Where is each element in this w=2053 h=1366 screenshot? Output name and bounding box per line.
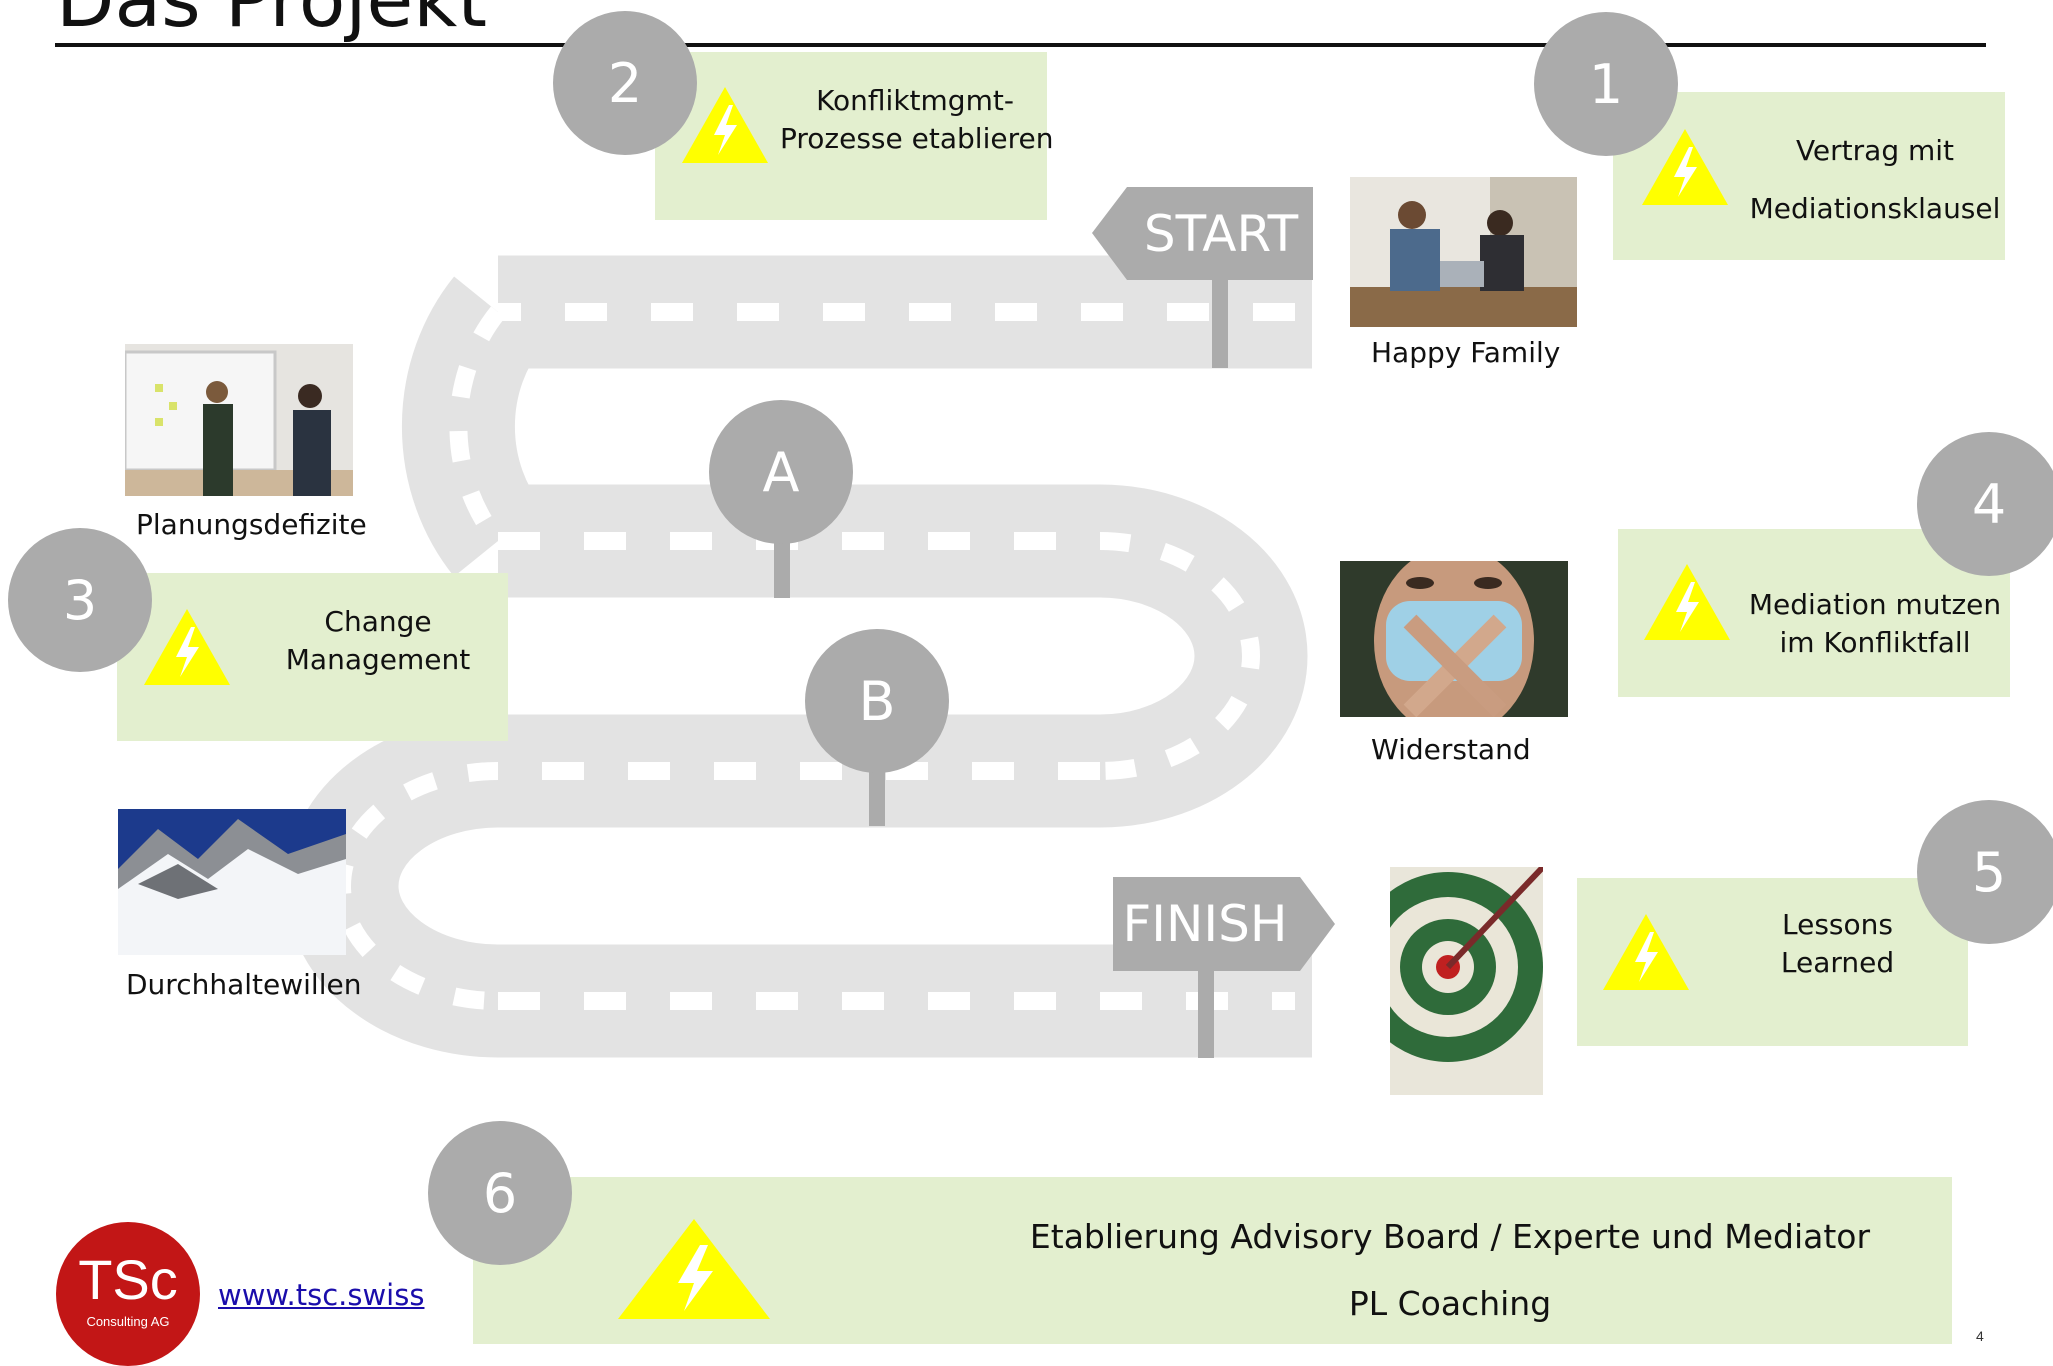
logo-sub-text: Consulting AG	[86, 1314, 170, 1329]
milestone-a-badge: A	[709, 400, 853, 544]
step-2-badge: 2	[553, 11, 697, 155]
step-4-line-1: Mediation mutzen	[1748, 588, 2002, 621]
step-5-line-2: Learned	[1780, 946, 1895, 979]
warning-lightning-icon	[1644, 564, 1730, 640]
durchhaltewillen-photo	[118, 809, 346, 955]
step-2-line-1: Konfliktmgmt-	[816, 84, 1014, 117]
warning-lightning-icon	[1642, 129, 1728, 205]
road-curve-left-lower	[285, 714, 499, 1058]
happy-family-photo	[1350, 177, 1577, 327]
start-label: START	[1143, 205, 1299, 263]
warning-lightning-icon	[618, 1219, 770, 1319]
step-1-line-2: Mediationsklausel	[1749, 192, 2001, 225]
step-6-text: Etablierung Advisory Board / Experte und…	[960, 1203, 1940, 1337]
website-link[interactable]: www.tsc.swiss	[218, 1278, 425, 1312]
tsc-logo: TSc Consulting AG	[56, 1222, 200, 1366]
step-1-text: Vertrag mit Mediationsklausel	[1740, 122, 2010, 238]
widerstand-caption: Widerstand	[1371, 733, 1531, 766]
step-3-text: Change Management	[268, 603, 488, 679]
step-3-line-1: Change	[324, 605, 432, 638]
start-sign	[1092, 187, 1313, 368]
step-5-text: Lessons Learned	[1730, 906, 1945, 982]
dartboard-photo	[1390, 867, 1543, 1095]
step-4-line-2: im Konfliktfall	[1779, 626, 1971, 659]
page-title: Das Projekt	[56, 0, 487, 38]
planungsdefizite-caption: Planungsdefizite	[136, 508, 367, 541]
finish-label: FINISH	[1122, 895, 1288, 953]
page-number: 4	[1976, 1328, 1984, 1344]
step-3-line-2: Management	[285, 643, 471, 676]
planungsdefizite-photo	[125, 344, 353, 496]
title-rule	[55, 43, 1986, 47]
step-3-badge: 3	[8, 528, 152, 672]
step-1-badge: 1	[1534, 12, 1678, 156]
step-6-line-2: PL Coaching	[1348, 1284, 1552, 1323]
step-4-badge: 4	[1917, 432, 2053, 576]
durchhaltewillen-caption: Durchhaltewillen	[126, 968, 362, 1001]
step-1-line-1: Vertrag mit	[1795, 134, 1955, 167]
step-4-text: Mediation mutzen im Konfliktfall	[1740, 586, 2010, 662]
logo-main-text: TSc	[78, 1248, 178, 1311]
step-2-line-2: Prozesse etablieren	[780, 122, 1054, 155]
warning-lightning-icon	[144, 609, 230, 685]
warning-lightning-icon	[1603, 914, 1689, 990]
warning-lightning-icon	[682, 87, 768, 163]
step-2-text: Konfliktmgmt- Prozesse etablieren	[780, 82, 1054, 158]
step-6-badge: 6	[428, 1121, 572, 1265]
step-5-badge: 5	[1917, 800, 2053, 944]
milestone-b-badge: B	[805, 629, 949, 773]
widerstand-photo	[1340, 561, 1568, 717]
road-curve-right	[1098, 484, 1308, 828]
step-5-line-1: Lessons	[1782, 908, 1893, 941]
finish-sign	[1113, 877, 1335, 1058]
step-6-line-1: Etablierung Advisory Board / Experte und…	[1029, 1217, 1871, 1256]
happy-family-caption: Happy Family	[1371, 336, 1561, 369]
